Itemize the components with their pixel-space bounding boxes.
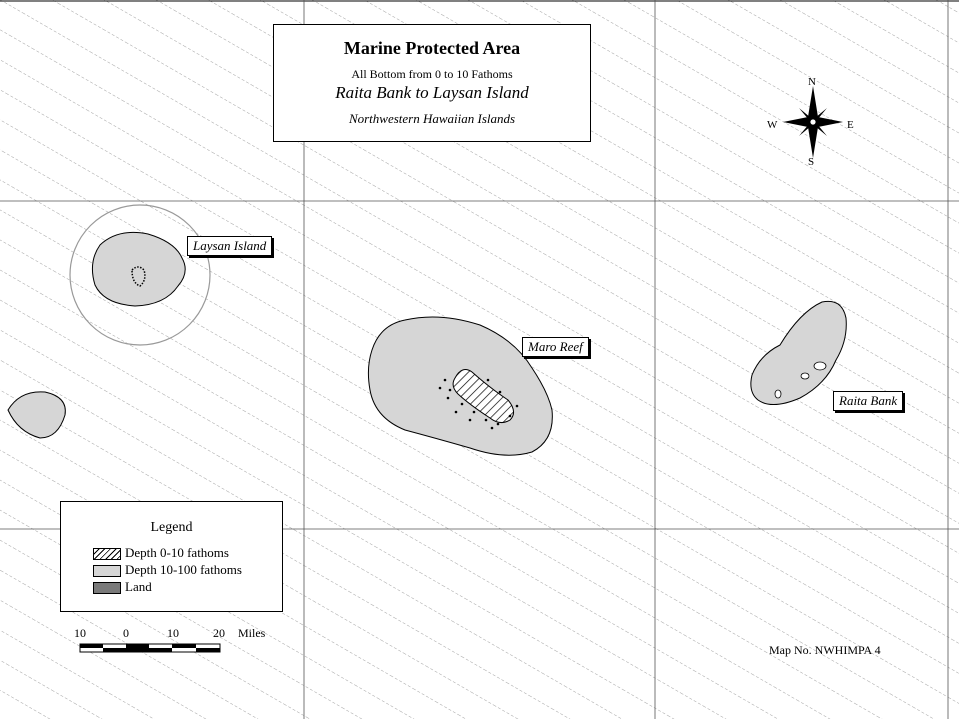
label-raita-bank: Raita Bank <box>833 391 904 411</box>
raita-shallow-area <box>750 300 847 405</box>
scale-tick: 10 <box>74 626 86 640</box>
map-title: Marine Protected Area <box>343 38 521 58</box>
legend-label: Depth 0-10 fathoms <box>125 545 229 560</box>
maro-reef-area <box>367 316 553 456</box>
compass-rose <box>783 86 843 158</box>
laysan-buffer-circle <box>69 204 211 346</box>
raita-pinnacle <box>774 389 782 399</box>
hatch-swatch <box>93 548 121 561</box>
legend-item-0-10: Depth 0-10 fathoms <box>93 545 229 561</box>
neighbor-shoal <box>7 391 66 439</box>
legend-item-land: Land <box>93 579 152 595</box>
scale-tick: 10 <box>167 626 179 640</box>
legend: Legend Depth 0-10 fathoms Depth 10-100 f… <box>60 501 283 612</box>
compass-w: W <box>767 119 778 131</box>
scale-tick: 0 <box>123 626 129 640</box>
compass-e: E <box>847 119 854 131</box>
scale-tick: 20 <box>213 626 225 640</box>
legend-label: Land <box>125 579 152 594</box>
map-number: Map No. NWHIMPA 4 <box>769 643 881 657</box>
compass-n: N <box>808 76 816 88</box>
title-box: Marine Protected Area All Bottom from 0 … <box>273 24 591 142</box>
legend-label: Depth 10-100 fathoms <box>125 562 242 577</box>
gray-swatch <box>93 565 121 578</box>
scale-bar <box>79 643 221 653</box>
raita-pinnacle <box>800 372 810 380</box>
compass-s: S <box>808 156 815 168</box>
legend-title: Legend <box>150 520 193 535</box>
map-range: Raita Bank to Laysan Island <box>335 83 529 102</box>
map-region: Northwestern Hawaiian Islands <box>348 111 516 126</box>
laysan-island-area <box>7 204 211 439</box>
raita-bank-area <box>750 300 847 405</box>
laysan-land <box>131 266 146 287</box>
label-laysan-island: Laysan Island <box>187 236 273 256</box>
maro-reef-dots <box>438 378 519 430</box>
scale-unit: Miles <box>238 626 266 640</box>
land-swatch <box>93 582 121 595</box>
map-subtitle: All Bottom from 0 to 10 Fathoms <box>351 67 513 81</box>
raita-pinnacle <box>813 361 827 371</box>
maro-0-10-fathoms <box>452 369 514 424</box>
legend-item-10-100: Depth 10-100 fathoms <box>93 562 242 578</box>
label-maro-reef: Maro Reef <box>522 337 589 357</box>
laysan-shallow-area <box>91 231 186 307</box>
